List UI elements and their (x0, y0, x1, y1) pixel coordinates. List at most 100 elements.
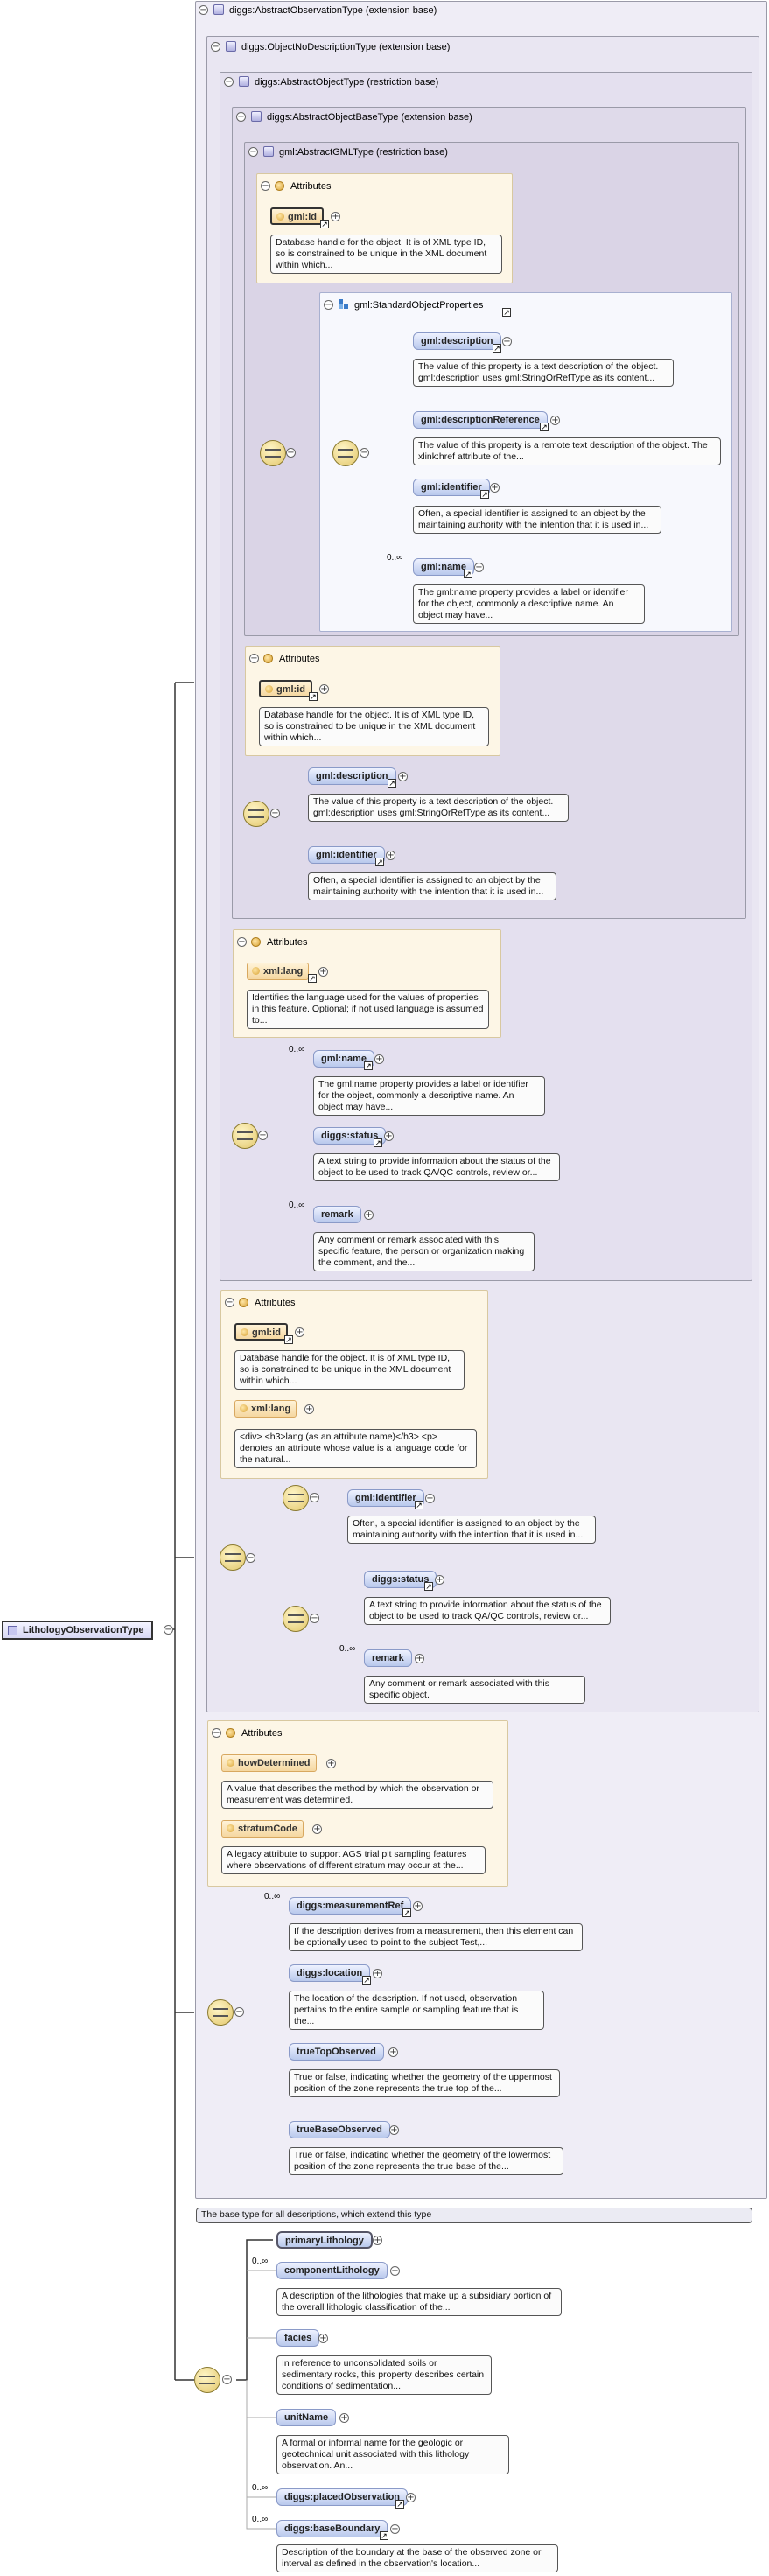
gml-id-attribute[interactable]: gml:id (234, 1323, 288, 1340)
expand-toggle[interactable]: + (373, 1969, 382, 1978)
expand-toggle[interactable]: + (339, 2413, 349, 2423)
expand-toggle[interactable]: + (502, 337, 512, 346)
sequence-toggle[interactable]: − (310, 1614, 319, 1623)
link-icon[interactable]: ↗ (424, 1582, 433, 1591)
choice-toggle[interactable]: − (310, 1493, 319, 1502)
link-icon[interactable]: ↗ (540, 423, 549, 431)
object-no-description-toggle[interactable]: − (211, 42, 220, 52)
true-top-observed-element[interactable]: trueTopObserved (289, 2043, 384, 2061)
gml-id-attribute[interactable]: gml:id (259, 680, 312, 697)
xml-lang-attribute[interactable]: xml:lang (247, 962, 310, 980)
sequence-toggle[interactable]: − (222, 2375, 232, 2384)
remark-element[interactable]: remark (364, 1649, 412, 1667)
sequence-toggle[interactable]: − (360, 448, 369, 458)
expand-toggle[interactable]: + (474, 563, 484, 572)
link-icon[interactable]: ↗ (284, 1335, 293, 1344)
expand-toggle[interactable]: + (295, 1327, 304, 1337)
remark-element[interactable]: remark (313, 1206, 361, 1223)
link-icon[interactable]: ↗ (308, 974, 317, 983)
link-icon[interactable]: ↗ (502, 308, 511, 317)
expand-toggle[interactable]: + (390, 2524, 400, 2534)
unit-name-element[interactable]: unitName (276, 2409, 337, 2426)
link-icon[interactable]: ↗ (320, 220, 329, 228)
expand-toggle[interactable]: + (384, 1131, 394, 1141)
sequence-toggle[interactable]: − (270, 808, 280, 818)
link-icon[interactable]: ↗ (480, 490, 489, 499)
expand-toggle[interactable]: + (374, 1054, 384, 1064)
gml-id-attribute[interactable]: gml:id (270, 207, 324, 225)
link-icon[interactable]: ↗ (362, 1976, 371, 1984)
sequence-toggle[interactable]: − (258, 1130, 268, 1140)
sequence-toggle[interactable]: − (246, 1553, 255, 1563)
link-icon[interactable]: ↗ (374, 1138, 382, 1147)
expand-toggle[interactable]: + (413, 1901, 423, 1911)
link-icon[interactable]: ↗ (402, 1908, 411, 1917)
base-boundary-element[interactable]: diggs:baseBoundary (276, 2520, 388, 2538)
root-element[interactable]: LithologyObservationType (2, 1620, 153, 1640)
expand-toggle[interactable]: + (326, 1759, 336, 1768)
xml-lang-attribute[interactable]: xml:lang (234, 1400, 297, 1418)
link-icon[interactable]: ↗ (493, 344, 501, 353)
true-base-observed-element[interactable]: trueBaseObserved (289, 2121, 390, 2138)
abstract-object-toggle[interactable]: − (224, 77, 234, 87)
root-collapse-toggle[interactable]: − (164, 1625, 173, 1634)
gml-identifier-doc: Often, a special identifier is assigned … (347, 1516, 596, 1544)
link-icon[interactable]: ↗ (309, 692, 318, 701)
expand-toggle[interactable]: + (304, 1404, 314, 1414)
gml-identifier-element[interactable]: gml:identifier (347, 1489, 424, 1507)
expand-toggle[interactable]: + (425, 1494, 435, 1503)
attributes-toggle[interactable]: − (261, 181, 270, 191)
expand-toggle[interactable]: + (389, 2125, 399, 2135)
expand-toggle[interactable]: + (390, 2266, 400, 2276)
primary-lithology-element[interactable]: primaryLithology (276, 2231, 373, 2249)
link-icon[interactable]: ↗ (364, 1061, 373, 1070)
attributes-toggle[interactable]: − (212, 1728, 221, 1738)
link-icon[interactable]: ↗ (395, 2500, 404, 2509)
link-icon[interactable]: ↗ (464, 570, 472, 578)
gml-description-element[interactable]: gml:description (413, 332, 501, 350)
expand-toggle[interactable]: + (318, 2334, 328, 2343)
placed-observation-element[interactable]: diggs:placedObservation (276, 2488, 409, 2506)
expand-toggle[interactable]: + (386, 850, 395, 860)
expand-toggle[interactable]: + (398, 772, 408, 781)
expand-toggle[interactable]: + (331, 212, 340, 221)
attributes-toggle[interactable]: − (225, 1298, 234, 1307)
gml-identifier-element[interactable]: gml:identifier (413, 479, 490, 496)
gml-identifier-element[interactable]: gml:identifier (308, 846, 385, 864)
gml-name-element[interactable]: gml:name (413, 558, 474, 576)
gml-name-element[interactable]: gml:name (313, 1050, 374, 1068)
diggs-location-element[interactable]: diggs:location (289, 1964, 371, 1982)
link-icon[interactable]: ↗ (380, 2531, 388, 2540)
sequence-toggle[interactable]: − (286, 448, 296, 458)
expand-toggle[interactable]: + (550, 416, 560, 425)
attributes-toggle[interactable]: − (237, 937, 247, 947)
diggs-status-element[interactable]: diggs:status (313, 1127, 387, 1144)
link-icon[interactable]: ↗ (388, 779, 396, 788)
expand-toggle[interactable]: + (312, 1824, 322, 1834)
attributes-toggle[interactable]: − (249, 654, 259, 663)
expand-toggle[interactable]: + (435, 1575, 444, 1585)
stratum-code-attribute[interactable]: stratumCode (221, 1820, 304, 1838)
how-determined-attribute[interactable]: howDetermined (221, 1754, 317, 1772)
component-lithology-element[interactable]: componentLithology (276, 2262, 388, 2279)
gml-description-reference-element[interactable]: gml:descriptionReference (413, 411, 548, 429)
diggs-status-element[interactable]: diggs:status (364, 1571, 437, 1588)
expand-toggle[interactable]: + (415, 1654, 424, 1663)
abstract-object-base-toggle[interactable]: − (236, 112, 246, 122)
expand-toggle[interactable]: + (373, 2236, 382, 2245)
expand-toggle[interactable]: + (318, 967, 328, 976)
sequence-toggle[interactable]: − (234, 2007, 244, 2017)
measurement-ref-element[interactable]: diggs:measurementRef (289, 1897, 412, 1914)
expand-toggle[interactable]: + (388, 2048, 398, 2057)
abstract-observation-toggle[interactable]: − (199, 5, 208, 15)
expand-toggle[interactable]: + (490, 483, 500, 493)
standard-object-properties-toggle[interactable]: − (324, 300, 333, 310)
gml-description-element[interactable]: gml:description (308, 767, 396, 785)
link-icon[interactable]: ↗ (415, 1501, 423, 1509)
expand-toggle[interactable]: + (406, 2493, 416, 2502)
facies-element[interactable]: facies (276, 2329, 320, 2347)
abstract-gml-toggle[interactable]: − (248, 147, 258, 157)
expand-toggle[interactable]: + (319, 684, 329, 694)
link-icon[interactable]: ↗ (375, 858, 384, 866)
expand-toggle[interactable]: + (364, 1210, 374, 1220)
